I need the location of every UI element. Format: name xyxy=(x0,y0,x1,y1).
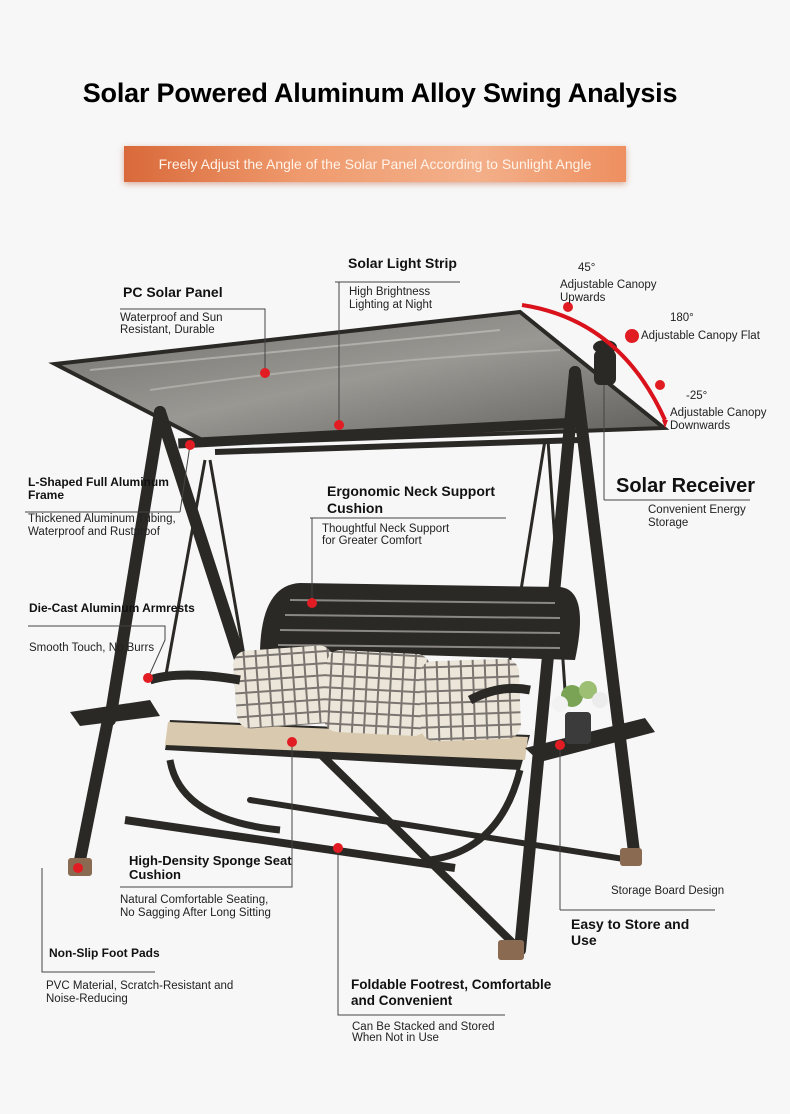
seat-desc-2: No Sagging After Long Sitting xyxy=(120,907,271,919)
frame-heading-1: L-Shaped Full Aluminum xyxy=(28,475,169,489)
seat-heading-2: Cushion xyxy=(129,867,181,882)
receiver-heading: Solar Receiver xyxy=(616,475,755,497)
receiver-desc-1: Convenient Energy xyxy=(648,504,746,516)
foot-pads-desc-1: PVC Material, Scratch-Resistant and xyxy=(46,980,234,992)
light-strip-heading: Solar Light Strip xyxy=(348,255,457,271)
armrest-heading: Die-Cast Aluminum Armrests xyxy=(29,601,195,615)
solar-receiver xyxy=(593,340,617,385)
footrest-desc-2: When Not in Use xyxy=(352,1032,439,1044)
light-strip-desc-2: Lighting at Night xyxy=(349,299,433,311)
angle-banner: Freely Adjust the Angle of the Solar Pan… xyxy=(124,146,626,182)
storage-board-heading: Storage Board Design xyxy=(611,885,725,897)
bench xyxy=(124,583,580,872)
angle-up-desc-1: Adjustable Canopy xyxy=(560,279,657,291)
frame xyxy=(74,366,641,956)
seat-heading-1: High-Density Sponge Seat xyxy=(129,853,292,868)
angle-down-desc-1: Adjustable Canopy xyxy=(670,407,767,419)
footrest-heading-1: Foldable Footrest, Comfortable xyxy=(351,977,552,992)
neck-heading-2: Cushion xyxy=(327,500,383,516)
footrest-desc-1: Can Be Stacked and Stored xyxy=(352,1021,495,1033)
seat-desc-1: Natural Comfortable Seating, xyxy=(120,894,269,906)
armrest-desc: Smooth Touch, No Burrs xyxy=(29,642,155,654)
neck-desc-1: Thoughtful Neck Support xyxy=(322,523,450,535)
frame-heading-2: Frame xyxy=(28,488,65,502)
angle-down-value: -25° xyxy=(686,390,708,402)
leader-lines xyxy=(25,281,750,1016)
angle-arc xyxy=(521,303,667,421)
store-heading-2: Use xyxy=(571,932,597,948)
page-title: Solar Powered Aluminum Alloy Swing Analy… xyxy=(82,78,678,108)
solar-panel-heading: PC Solar Panel xyxy=(123,284,223,300)
neck-desc-2: for Greater Comfort xyxy=(322,535,422,547)
markers xyxy=(73,302,665,873)
angle-flat-value: 180° xyxy=(670,312,694,324)
light-strip-desc-1: High Brightness xyxy=(349,286,431,298)
storage-boards xyxy=(70,681,655,762)
frame-desc-1: Thickened Aluminum Tubing, xyxy=(28,513,176,525)
neck-heading-1: Ergonomic Neck Support xyxy=(327,483,496,499)
angle-up-desc-2: Upwards xyxy=(560,292,606,304)
footrest-heading-2: and Convenient xyxy=(351,993,453,1008)
angle-down-desc-2: Downwards xyxy=(670,420,731,432)
foot-pads-heading: Non-Slip Foot Pads xyxy=(49,946,160,960)
angle-up-value: 45° xyxy=(578,262,596,274)
solar-panel-desc-2: Resistant, Durable xyxy=(120,324,215,336)
frame-desc-2: Waterproof and Rustproof xyxy=(28,526,160,538)
foot-pads-desc-2: Noise-Reducing xyxy=(46,993,128,1005)
angle-flat-desc: Adjustable Canopy Flat xyxy=(641,330,760,342)
store-heading-1: Easy to Store and xyxy=(571,916,690,932)
solar-panel-desc-1: Waterproof and Sun xyxy=(120,312,223,324)
receiver-desc-2: Storage xyxy=(648,517,689,529)
